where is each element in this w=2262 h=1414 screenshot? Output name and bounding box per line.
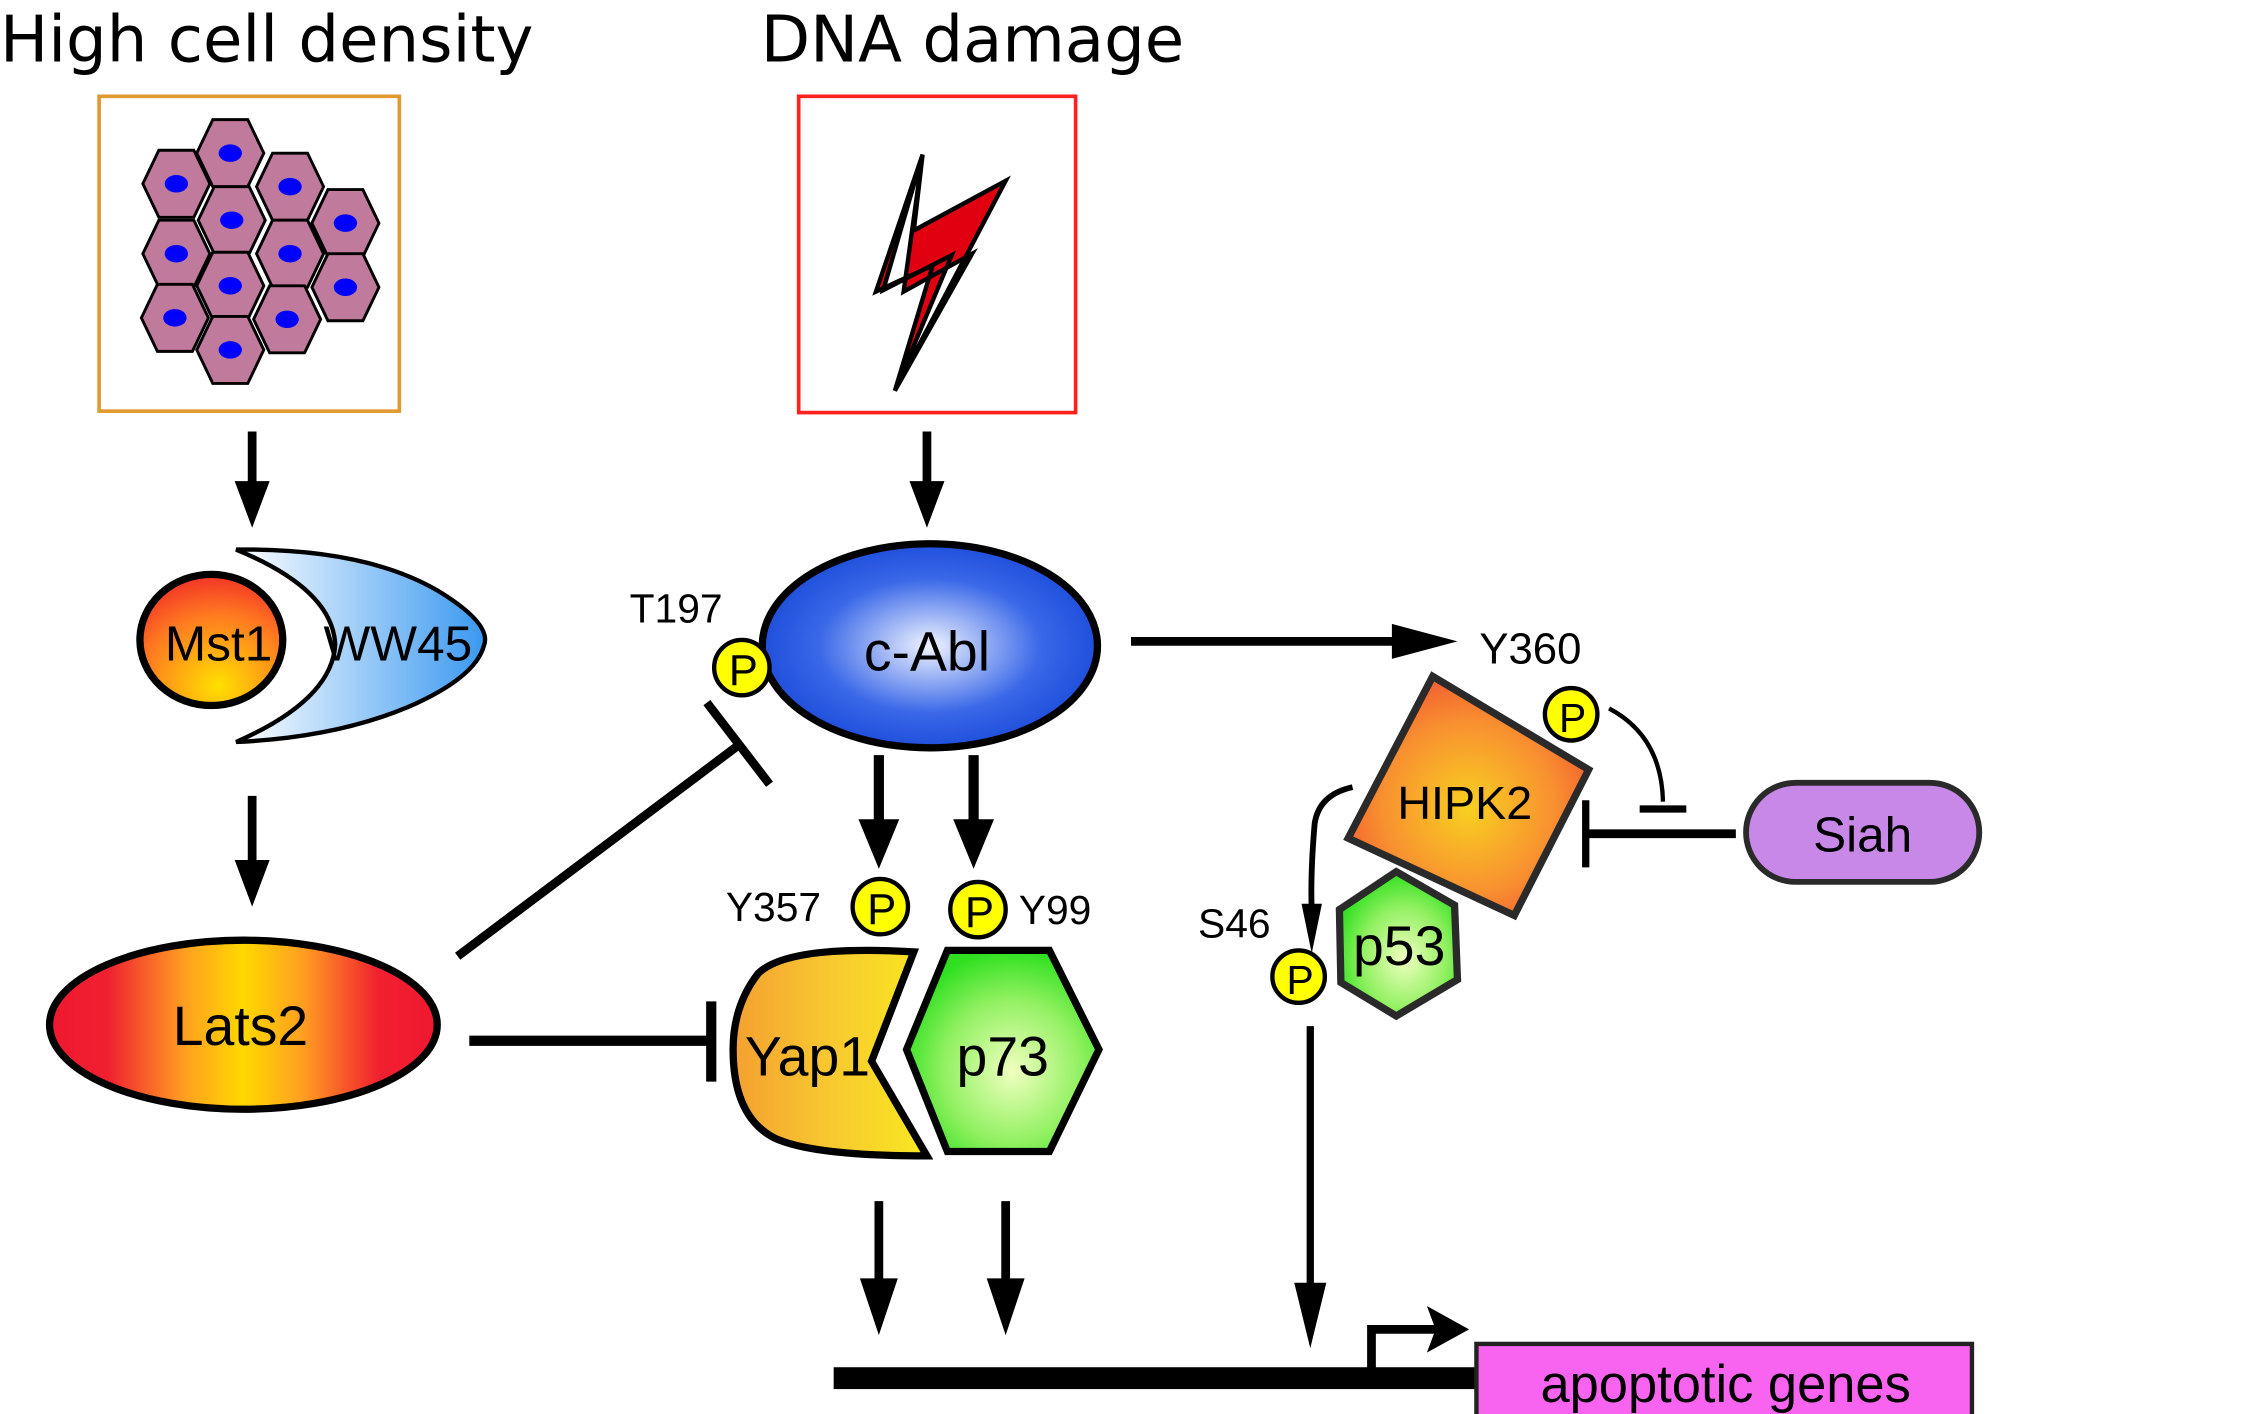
cell-nucleus: [278, 177, 302, 196]
cell-nucleus: [218, 144, 242, 162]
p53-node: [1335, 867, 1462, 1021]
siah-group: Siah: [1743, 779, 1983, 885]
cell-nucleus: [164, 244, 189, 263]
yap1-group: Yap1: [729, 946, 934, 1160]
hipk2-node: [1343, 671, 1594, 921]
cabl-node: [758, 540, 1102, 752]
lats2-label: Lats2: [173, 995, 308, 1057]
cell-nucleus: [218, 341, 242, 359]
lats2-node: [45, 936, 441, 1113]
phospho-y357: P: [850, 876, 911, 937]
s46-label: S46: [1198, 900, 1271, 946]
cell-nucleus: [278, 244, 302, 263]
cell-nucleus: [220, 211, 244, 229]
cell-nucleus: [333, 214, 358, 232]
dna-damage-box: [796, 94, 1078, 415]
svg-text:P: P: [729, 646, 758, 695]
apoptotic-genes-label: apoptotic genes: [1540, 1356, 1910, 1414]
p73-label: p73: [957, 1026, 1049, 1088]
title-high-cell-density: High cell density: [0, 2, 533, 77]
inhibit-y360-to-siah: [1608, 706, 1687, 813]
y99-label: Y99: [1019, 887, 1092, 933]
t197-label: T197: [630, 585, 723, 631]
cell-nucleus: [333, 278, 358, 296]
dna-strand: [833, 1367, 1483, 1390]
svg-text:P: P: [965, 888, 994, 937]
svg-text:P: P: [867, 885, 896, 934]
p73-node: [902, 946, 1103, 1156]
hipk2-group: HIPK2 Y360 P: [1343, 624, 1600, 921]
ww45-label: WW45: [324, 615, 473, 671]
arrow-cabl-to-yap1: [858, 755, 900, 869]
title-dna-damage: DNA damage: [761, 2, 1184, 77]
gene-promoter: apoptotic genes: [833, 1306, 1975, 1414]
inhibit-lats2-to-cabl: [455, 699, 774, 960]
arrow-hipk2-to-s46: [1301, 784, 1354, 954]
lats2-group: Lats2: [45, 936, 441, 1113]
mst1-node: [136, 570, 287, 710]
y360-label: Y360: [1479, 624, 1581, 673]
arrow-cabl-to-hipk2: [1131, 623, 1458, 659]
svg-text:P: P: [1286, 957, 1313, 1003]
arrow-p73-to-genes: [986, 1201, 1025, 1336]
cell-nucleus: [164, 175, 189, 193]
y357-label: Y357: [726, 884, 821, 930]
phospho-y99: P: [948, 879, 1008, 940]
yap1-node: [729, 946, 934, 1160]
svg-text:P: P: [1559, 695, 1586, 741]
phospho-s46: P: [1270, 948, 1328, 1006]
p73-group: p73: [902, 946, 1103, 1156]
transcription-start-arrow: [1367, 1324, 1436, 1378]
arrow-density-to-mst1: [234, 431, 270, 528]
cell-cluster-icon: [139, 118, 381, 385]
cell-nucleus: [275, 310, 299, 329]
cabl-group: c-Abl T197 P: [630, 540, 1102, 752]
arrow-damage-to-cabl: [909, 431, 945, 528]
arrow-p53-to-genes: [1294, 1026, 1327, 1349]
mst1-label: Mst1: [165, 615, 272, 671]
arrow-cabl-to-p73: [953, 755, 994, 869]
p53-group: p53 S46 P: [1198, 867, 1462, 1021]
hipk2-label: HIPK2: [1397, 777, 1532, 829]
phospho-y360: P: [1542, 685, 1600, 743]
lightning-bolt-icon: [872, 153, 1011, 392]
cabl-label: c-Abl: [864, 621, 990, 683]
inhibit-lats2-to-yap1: [469, 1001, 717, 1082]
siah-node: [1743, 779, 1983, 885]
yap1-label: Yap1: [745, 1026, 870, 1088]
siah-label: Siah: [1813, 806, 1912, 862]
mst1-ww45-complex: WW45 Mst1: [136, 547, 488, 745]
phospho-t197: P: [711, 637, 772, 698]
cell-density-panel: [97, 94, 402, 413]
dna-damage-panel: [796, 94, 1078, 415]
arrow-yap1-to-genes: [859, 1201, 898, 1336]
arrow-mst1-to-lats2: [234, 795, 270, 907]
inhibit-siah-to-hipk2: [1582, 800, 1736, 868]
cell-nucleus: [218, 277, 242, 295]
p53-label: p53: [1353, 915, 1445, 977]
apoptotic-genes-box: [1474, 1341, 1975, 1414]
cell-nucleus: [163, 309, 187, 327]
ww45-node: [235, 547, 488, 745]
